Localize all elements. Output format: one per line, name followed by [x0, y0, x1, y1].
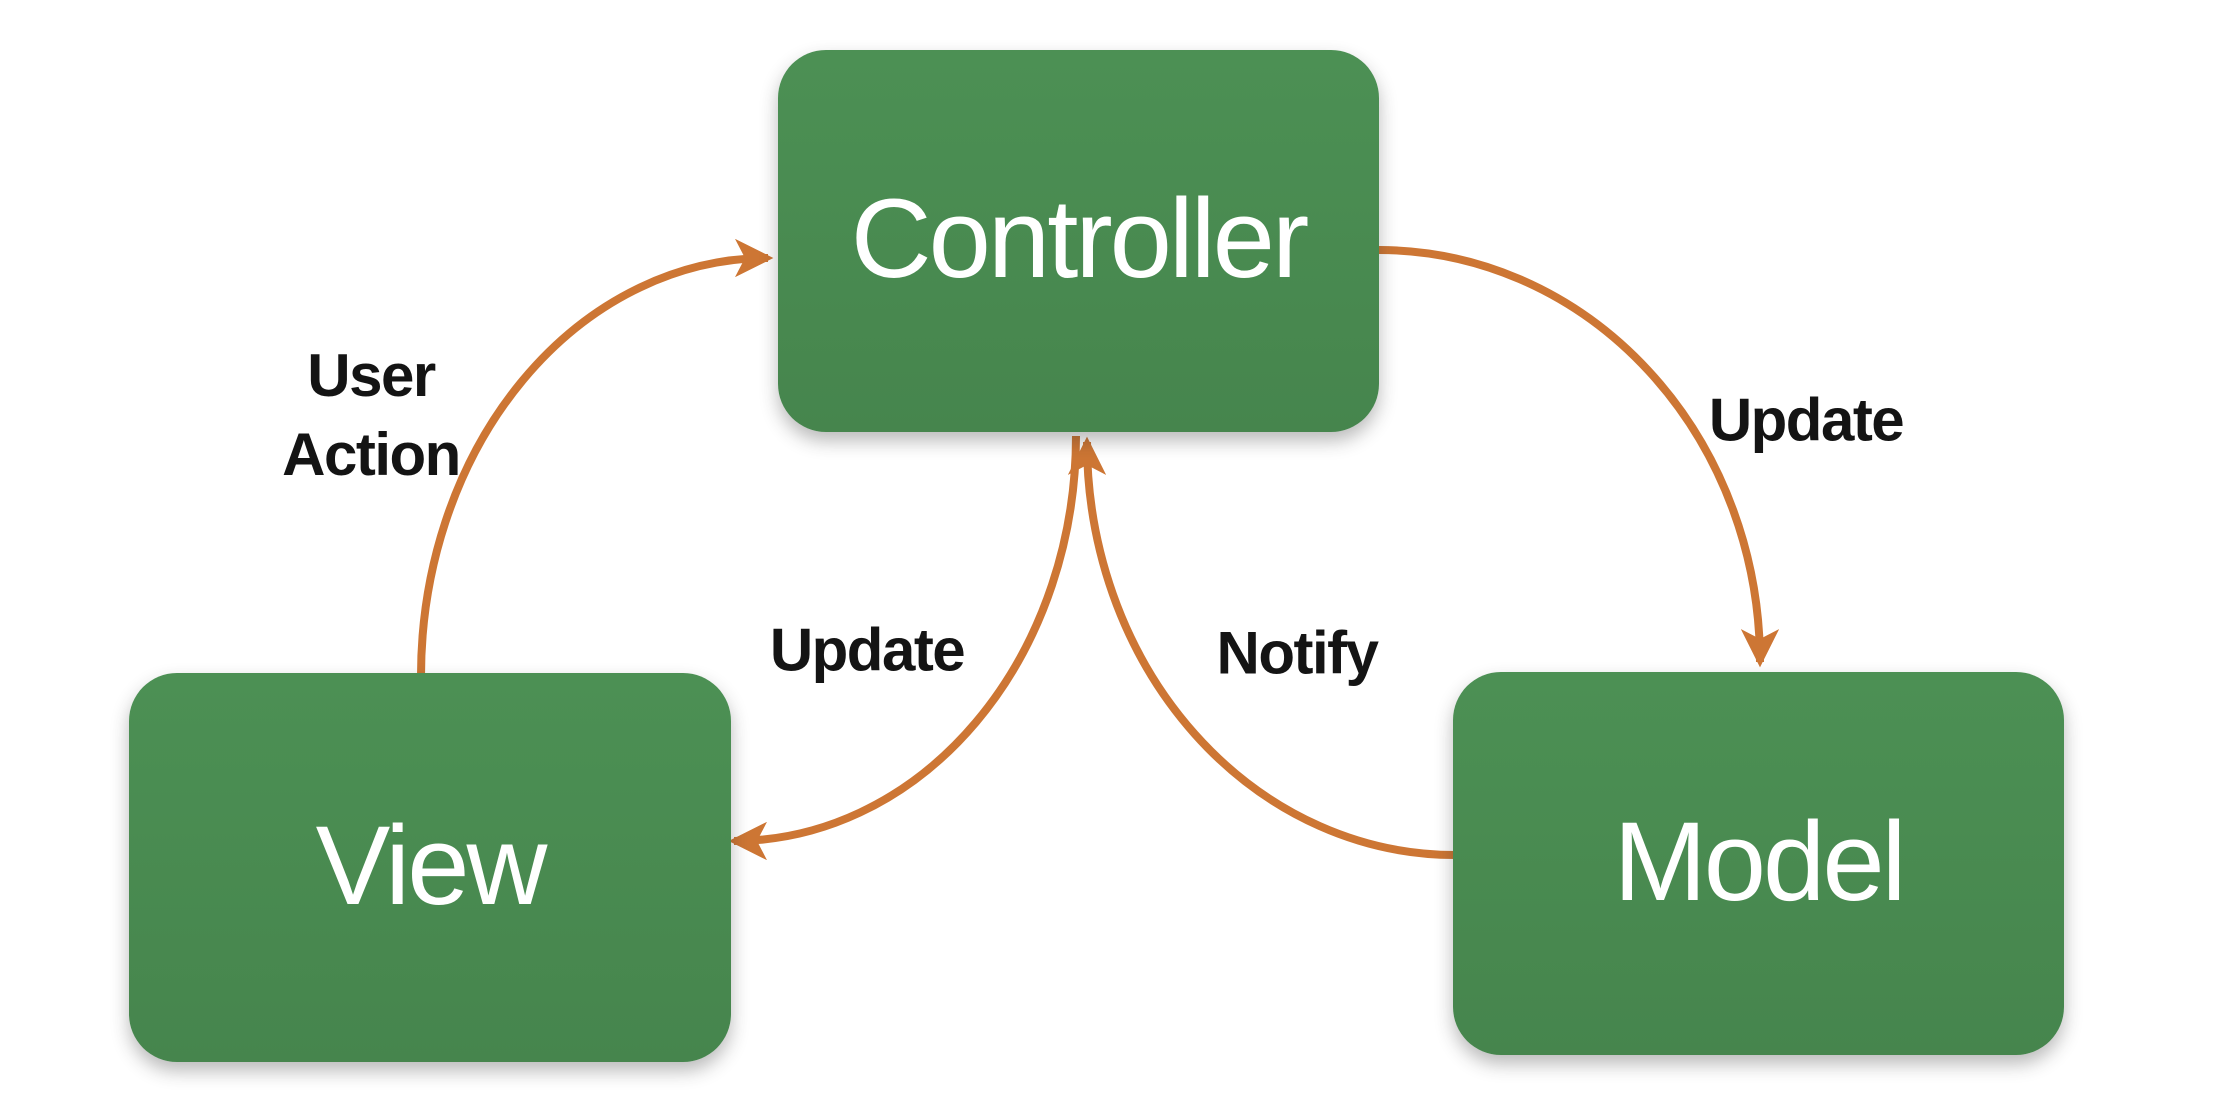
arrow-controller-to-model: [1378, 246, 1780, 668]
notify-edge-label: Notify: [1216, 619, 1379, 687]
user-action-edge-label: User Action: [282, 341, 461, 488]
update-model-edge-label: Update: [1708, 386, 1905, 454]
arrow-model-to-controller: [1067, 436, 1456, 859]
controller-node-label: Controller: [850, 176, 1310, 301]
view-node: View: [129, 673, 731, 1062]
view-node-label: View: [315, 802, 548, 928]
arrow-controller-to-view: [728, 435, 1080, 861]
model-node: Model: [1453, 672, 2064, 1055]
model-node-label: Model: [1613, 798, 1906, 924]
update-view-edge-label: Update: [769, 616, 966, 684]
arrow-view-to-controller: [417, 238, 774, 677]
controller-node: Controller: [778, 50, 1379, 432]
